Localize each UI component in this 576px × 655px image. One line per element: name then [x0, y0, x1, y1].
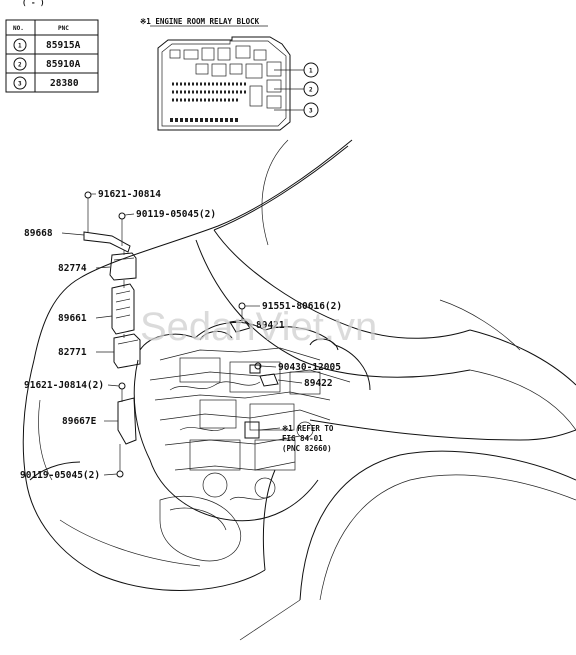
- callout-3: 3: [303, 102, 319, 118]
- table-header-no: NO.: [13, 25, 24, 32]
- table-row: 3 28380: [13, 76, 79, 90]
- svg-text:3: 3: [18, 81, 22, 88]
- svg-text:3: 3: [309, 108, 313, 115]
- label-91621-top: 91621-J0814: [98, 189, 161, 200]
- svg-text:1: 1: [309, 68, 313, 75]
- relay-block-title: ※1 ENGINE ROOM RELAY BLOCK: [140, 17, 260, 26]
- vehicle-outline: [22, 139, 576, 641]
- label-89422: 89422: [304, 378, 333, 389]
- label-91551: 91551-80616(2): [262, 301, 342, 312]
- svg-text:※1 REFER TO: ※1 REFER TO: [282, 424, 334, 433]
- label-90119-low: 90119-05045(2): [20, 470, 100, 481]
- label-82771: 82771: [58, 347, 87, 358]
- svg-text:(PNC 82660): (PNC 82660): [282, 444, 332, 453]
- label-91621-low: 91621-J0814(2): [24, 380, 104, 391]
- svg-text:85915A: 85915A: [46, 40, 81, 51]
- callout-1: 1: [303, 62, 319, 78]
- refer-note: ※1 REFER TO FIG 84-01 (PNC 82660): [282, 424, 334, 453]
- svg-text:85910A: 85910A: [46, 59, 81, 70]
- label-89667e: 89667E: [62, 416, 97, 427]
- part-labels: 91621-J0814 90119-05045(2) 89668 82774 9…: [20, 189, 342, 481]
- table-row: 2 85910A: [13, 57, 81, 71]
- label-90430: 90430-12005: [278, 362, 341, 373]
- pnc-table: NO. PNC 1 85915A 2 85910A 3 28380: [5, 19, 99, 93]
- table-row: 1 85915A: [13, 38, 81, 52]
- label-90119-top: 90119-05045(2): [136, 209, 216, 220]
- fuse-row: [170, 82, 246, 122]
- ecu-parts: [83, 191, 141, 478]
- svg-text:1: 1: [18, 43, 22, 50]
- svg-text:FIG 84-01: FIG 84-01: [282, 434, 323, 443]
- watermark: SedanViet.vn: [140, 305, 377, 349]
- leader-lines: [61, 193, 303, 476]
- label-89661: 89661: [58, 313, 87, 324]
- svg-text:28380: 28380: [50, 78, 79, 89]
- label-82774: 82774: [58, 263, 87, 274]
- label-89668: 89668: [24, 228, 53, 239]
- callout-2: 2: [303, 81, 319, 97]
- sensor-parts: [229, 302, 279, 387]
- label-89421: 89421: [256, 320, 285, 331]
- svg-text:2: 2: [309, 87, 313, 94]
- engine-bay: [133, 321, 371, 522]
- svg-text:2: 2: [18, 62, 22, 69]
- relay-block-inset: ※1 ENGINE ROOM RELAY BLOCK 1: [140, 17, 319, 131]
- table-header-pnc: PNC: [58, 25, 69, 32]
- header-fragment: ( - ): [22, 0, 45, 7]
